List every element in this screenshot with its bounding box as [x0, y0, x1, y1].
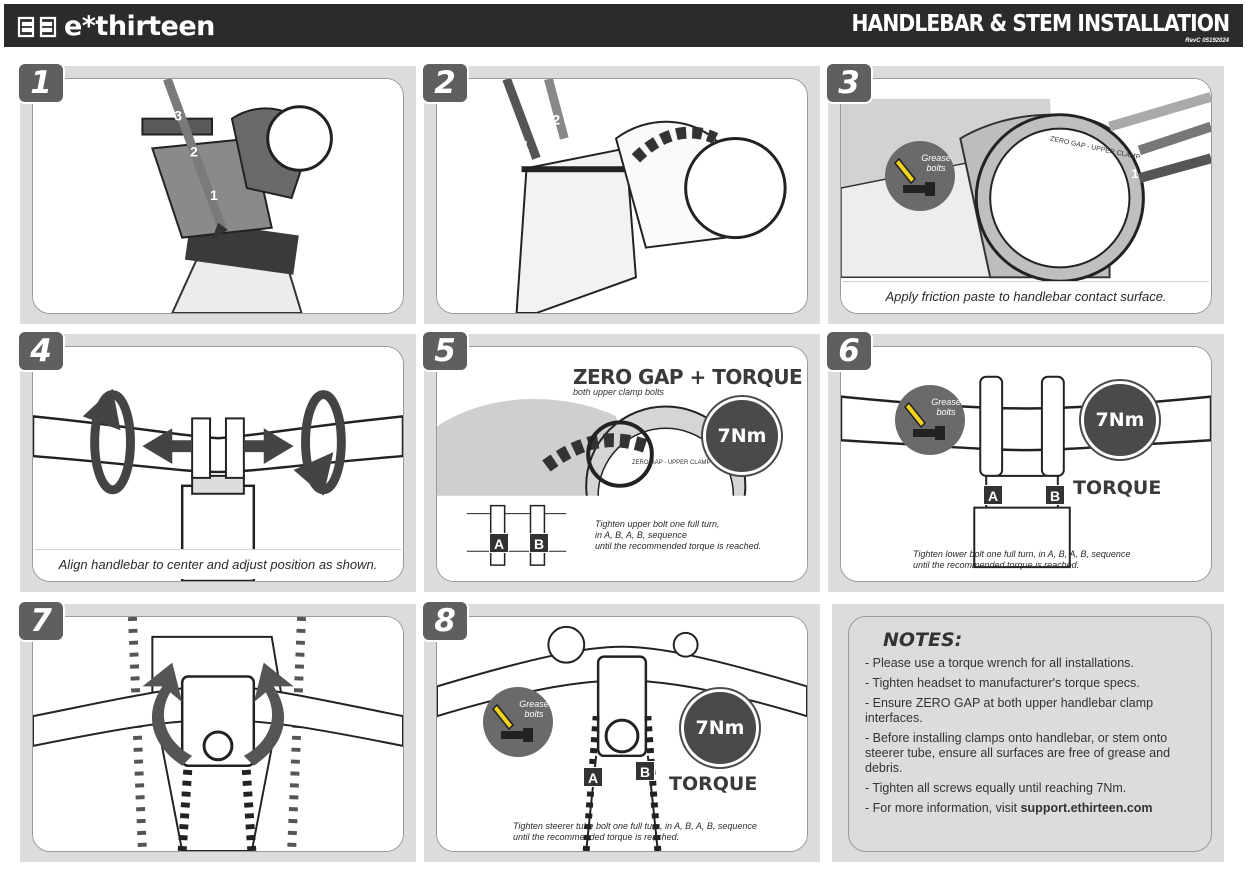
step-panel-8: 8 Grease bolts 7Nm A B TORQUE Tight: [421, 600, 820, 862]
arrow-label-1: 1: [210, 187, 218, 203]
step-caption: Tighten lower bolt one full turn, in A, …: [913, 549, 1131, 570]
step-illustration: ZERO GAP - UPPER CLAMP 3 2 1 Grease bolt…: [840, 78, 1212, 314]
notes-list: - Please use a torque wrench for all ins…: [865, 656, 1197, 816]
step-number: 4: [17, 330, 65, 372]
torque-value: 7Nm: [695, 717, 745, 739]
arrow-label-2: 2: [1131, 134, 1138, 149]
zero-gap-headline: ZERO GAP + TORQUE: [573, 365, 803, 389]
step-illustration: ZERO GAP - UPPER CLAMP ZERO GAP + TORQUE…: [436, 346, 808, 582]
support-link[interactable]: support.ethirteen.com: [1020, 801, 1153, 815]
step-caption: Apply friction paste to handlebar contac…: [843, 281, 1209, 311]
e13-logo-icon: [17, 16, 57, 38]
step-number: 2: [421, 62, 469, 104]
grease-label: Grease bolts: [921, 153, 951, 173]
torque-7nm-icon: 7Nm: [703, 397, 781, 475]
grease-label: Grease bolts: [931, 397, 961, 417]
notes-title: NOTES:: [883, 629, 963, 651]
note-item: - Before installing clamps onto handleba…: [865, 731, 1171, 775]
notes-panel: NOTES: - Please use a torque wrench for …: [832, 604, 1224, 862]
step-illustration: Grease bolts 7Nm A B TORQUE Tighten stee…: [436, 616, 808, 852]
step-number: 7: [17, 600, 65, 642]
grease-bolts-badge: Grease bolts: [895, 385, 965, 455]
arrow-label-3: 3: [1124, 103, 1131, 118]
grease-label: Grease bolts: [519, 699, 549, 719]
note-item: - Please use a torque wrench for all ins…: [865, 656, 1134, 670]
tag-b: B: [1045, 485, 1065, 505]
tag-a: A: [983, 485, 1003, 505]
arrow-right-icon: [243, 428, 294, 464]
torque-value: 7Nm: [717, 425, 767, 447]
torque-label: TORQUE: [1073, 477, 1162, 499]
step-illustration: 1 2: [436, 78, 808, 314]
arrow-label-2: 2: [190, 143, 198, 159]
rotate-left-icon: [142, 662, 193, 766]
revision-label: RevC 05192024: [1185, 38, 1229, 44]
torque-7nm-icon: 7Nm: [681, 689, 759, 767]
torque-value: 7Nm: [1095, 409, 1145, 431]
torque-label: TORQUE: [669, 773, 758, 795]
step-panel-1: 1 1 2 3: [17, 62, 416, 324]
clamp-text: ZERO GAP - UPPER CLAMP: [632, 460, 711, 466]
note-item: - For more information, visit support.et…: [865, 801, 1197, 816]
bolt-icon: [903, 185, 927, 193]
step-number: 6: [825, 330, 873, 372]
grease-bolts-badge: Grease bolts: [483, 687, 553, 757]
note-item: - Ensure ZERO GAP at both upper handleba…: [865, 696, 1154, 725]
step-illustration: [32, 616, 404, 852]
zero-gap-subline: both upper clamp bolts: [573, 387, 665, 397]
grease-tube-icon: [893, 157, 917, 185]
step-caption: Tighten steerer tube bolt one full turn,…: [513, 821, 757, 842]
tag-b: B: [529, 533, 549, 553]
note-item: - Tighten all screws equally until reach…: [865, 781, 1127, 795]
step-panel-2: 2 1 2: [421, 62, 820, 324]
step-number: 8: [421, 600, 469, 642]
bolt-icon: [913, 429, 937, 437]
tag-a: A: [489, 533, 509, 553]
rotate-right-icon: [243, 662, 294, 766]
step-panel-3: 3 ZERO GAP - UPPER CLAMP 3 2 1 Grease bo…: [825, 62, 1224, 324]
step-panel-5: 5 ZERO GAP - UPPER CLAMP ZERO GAP + TORQ…: [421, 330, 820, 592]
step-panel-7: 7: [17, 600, 416, 862]
step-caption: Tighten upper bolt one full turn, in A, …: [595, 519, 762, 551]
arrow-label-2: 2: [552, 112, 560, 128]
header-bar: e*thirteen HANDLEBAR & STEM INSTALLATION…: [4, 4, 1243, 47]
step-panel-4: 4 Align handlebar to center and adjust p…: [17, 330, 416, 592]
arrow-left-icon: [142, 428, 193, 464]
brand-logo: e*thirteen: [16, 8, 215, 44]
step-number: 5: [421, 330, 469, 372]
note-text: - For more information, visit: [865, 801, 1021, 815]
step-illustration: 1 2 3: [32, 78, 404, 314]
brand-name: e*thirteen: [64, 10, 215, 42]
grease-bolts-badge: Grease bolts: [885, 141, 955, 211]
tag-a: A: [583, 767, 603, 787]
arrow-label-1: 1: [522, 137, 530, 153]
notes-box: NOTES: - Please use a torque wrench for …: [848, 616, 1212, 852]
bolt-icon: [501, 731, 525, 739]
document-title: HANDLEBAR & STEM INSTALLATION: [851, 11, 1230, 37]
step-illustration: Align handlebar to center and adjust pos…: [32, 346, 404, 582]
step-panel-6: 6 Grease bolts 7Nm A B TORQUE Tighten lo…: [825, 330, 1224, 592]
tag-b: B: [635, 761, 655, 781]
step-caption: Align handlebar to center and adjust pos…: [35, 549, 401, 579]
note-item: - Tighten headset to manufacturer's torq…: [865, 676, 1140, 690]
zoom-circle: [586, 420, 654, 488]
arrow-label-3: 3: [174, 108, 182, 124]
grease-tube-icon: [903, 401, 927, 429]
step-number: 1: [17, 62, 65, 104]
step-number: 3: [825, 62, 873, 104]
grease-tube-icon: [491, 703, 515, 731]
step-illustration: Grease bolts 7Nm A B TORQUE Tighten lowe…: [840, 346, 1212, 582]
torque-7nm-icon: 7Nm: [1081, 381, 1159, 459]
arrow-label-1: 1: [1131, 166, 1138, 181]
